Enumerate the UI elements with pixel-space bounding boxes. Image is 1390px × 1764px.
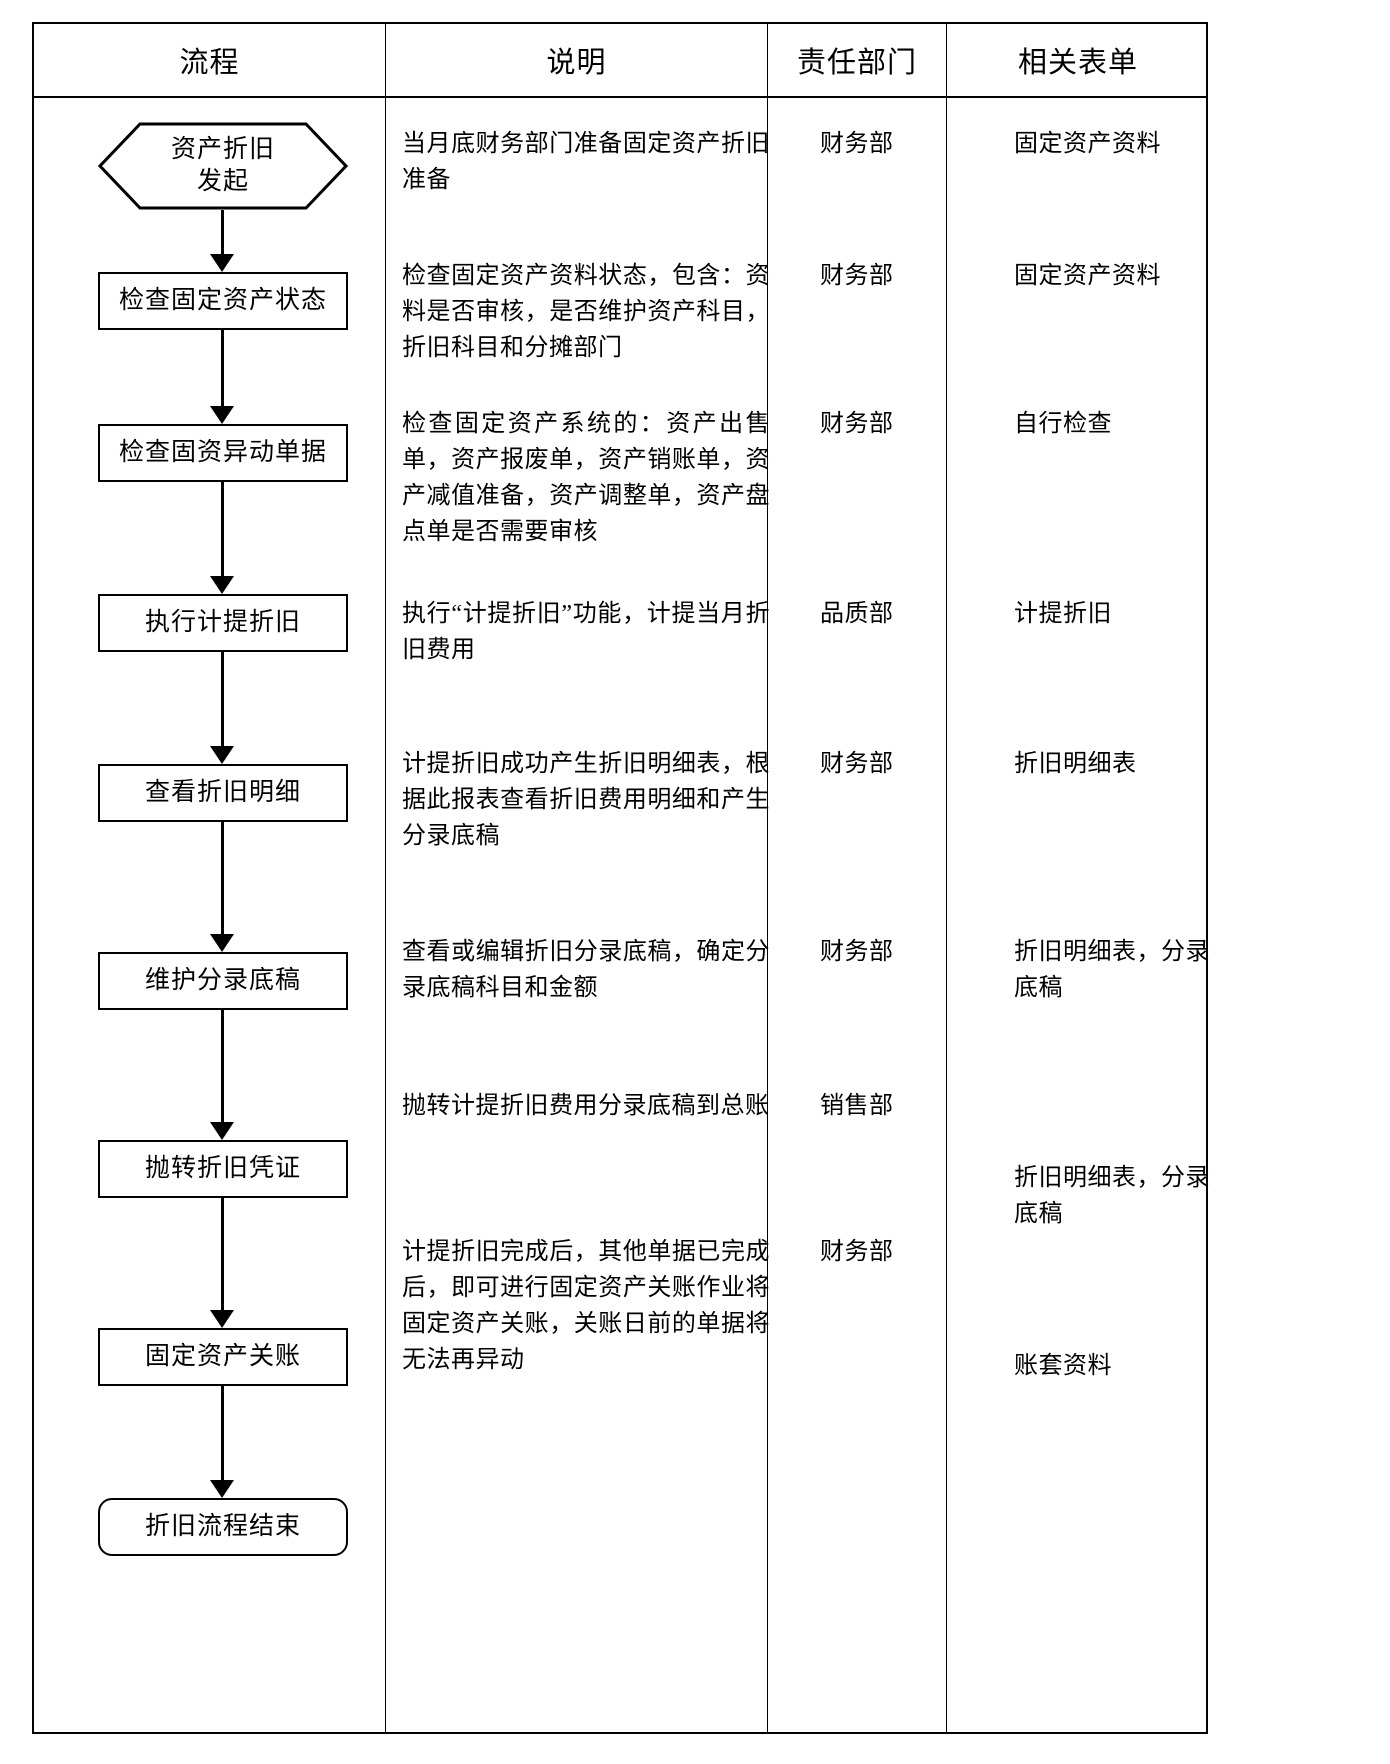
form-cell-7: 折旧明细表，分录底稿 — [1014, 1165, 1210, 1227]
department-cell-4: 品质部 — [820, 601, 894, 627]
arrow-head-6 — [210, 1122, 234, 1140]
column-header-description: 说明 — [546, 47, 607, 79]
department-cell-2: 财务部 — [820, 263, 894, 289]
description-cell-4: 执行“计提折旧”功能，计提当月折旧费用 — [402, 601, 770, 663]
flow-node-close-books-label: 固定资产关账 — [144, 1343, 301, 1370]
arrow-head-7 — [210, 1310, 234, 1328]
flow-node-run-depreciation-label: 执行计提折旧 — [144, 609, 301, 636]
connector-4 — [221, 652, 224, 752]
flow-node-end[interactable]: 折旧流程结束 — [98, 1498, 348, 1556]
arrow-head-8 — [210, 1480, 234, 1498]
description-cell-7: 抛转计提折旧费用分录底稿到总账 — [402, 1093, 770, 1119]
form-cell-6: 折旧明细表，分录底稿 — [1014, 939, 1210, 1001]
connector-5 — [221, 822, 224, 940]
flow-node-post-voucher-label: 抛转折旧凭证 — [144, 1155, 301, 1182]
flow-node-maintain-draft[interactable]: 维护分录底稿 — [98, 952, 348, 1010]
description-cell-8: 计提折旧完成后，其他单据已完成后，即可进行固定资产关账作业将固定资产关账，关账日… — [402, 1239, 770, 1373]
table-body: 资产折旧 发起 检查固定资产状态 检查固资异动单据 执行计 — [34, 98, 1210, 1732]
department-cell-6: 财务部 — [820, 939, 894, 965]
description-cell-1: 当月底财务部门准备固定资产折旧准备 — [402, 131, 770, 193]
department-cell-7: 销售部 — [820, 1093, 894, 1119]
description-cell-6: 查看或编辑折旧分录底稿，确定分录底稿科目和金额 — [402, 939, 770, 1001]
arrow-head-5 — [210, 934, 234, 952]
hexagon-shape-icon — [98, 122, 348, 210]
arrow-head-4 — [210, 746, 234, 764]
flow-node-maintain-draft-label: 维护分录底稿 — [144, 967, 301, 994]
flow-node-start-label: 资产折旧 发起 — [170, 136, 275, 195]
column-divider-2 — [767, 24, 768, 1732]
form-cell-4: 计提折旧 — [1014, 601, 1112, 627]
flow-diagram-column: 资产折旧 发起 检查固定资产状态 检查固资异动单据 执行计 — [34, 98, 385, 1732]
flow-node-check-docs[interactable]: 检查固资异动单据 — [98, 424, 348, 482]
connector-2 — [221, 330, 224, 412]
connector-7 — [221, 1198, 224, 1316]
column-divider-3 — [946, 24, 947, 1732]
flow-node-check-status-label: 检查固定资产状态 — [118, 287, 327, 314]
description-cell-3: 检查固定资产系统的：资产出售单，资产报废单，资产销账单，资产减值准备，资产调整单… — [402, 411, 770, 545]
arrow-head-3 — [210, 576, 234, 594]
form-cell-2: 固定资产资料 — [1014, 263, 1161, 289]
flow-node-view-detail[interactable]: 查看折旧明细 — [98, 764, 348, 822]
flow-node-check-docs-label: 检查固资异动单据 — [118, 439, 327, 466]
connector-3 — [221, 482, 224, 582]
column-divider-1 — [385, 24, 386, 1732]
form-cell-8: 账套资料 — [1014, 1353, 1112, 1379]
flow-node-start[interactable]: 资产折旧 发起 — [98, 122, 348, 210]
form-cell-3: 自行检查 — [1014, 411, 1112, 437]
column-header-department: 责任部门 — [796, 47, 917, 79]
flow-node-run-depreciation[interactable]: 执行计提折旧 — [98, 594, 348, 652]
connector-6 — [221, 1010, 224, 1128]
connector-1 — [221, 210, 224, 260]
department-cell-5: 财务部 — [820, 751, 894, 777]
arrow-head-1 — [210, 254, 234, 272]
flow-node-view-detail-label: 查看折旧明细 — [144, 779, 301, 806]
flow-node-check-status[interactable]: 检查固定资产状态 — [98, 272, 348, 330]
department-cell-1: 财务部 — [820, 131, 894, 157]
form-cell-5: 折旧明细表 — [1014, 751, 1137, 777]
table-header-row: 流程 说明 责任部门 相关表单 — [34, 24, 1206, 98]
form-cell-1: 固定资产资料 — [1014, 131, 1161, 157]
description-cell-2: 检查固定资产资料状态，包含：资料是否审核，是否维护资产科目，折旧科目和分摊部门 — [402, 263, 770, 361]
column-header-form: 相关表单 — [1017, 47, 1138, 79]
column-header-flow: 流程 — [179, 47, 240, 79]
flow-node-post-voucher[interactable]: 抛转折旧凭证 — [98, 1140, 348, 1198]
flow-node-close-books[interactable]: 固定资产关账 — [98, 1328, 348, 1386]
process-table: 流程 说明 责任部门 相关表单 资产折旧 发起 — [32, 22, 1210, 1734]
arrow-head-2 — [210, 406, 234, 424]
department-cell-3: 财务部 — [820, 411, 894, 437]
connector-8 — [221, 1386, 224, 1486]
flow-node-end-label: 折旧流程结束 — [144, 1513, 301, 1540]
description-cell-5: 计提折旧成功产生折旧明细表，根据此报表查看折旧费用明细和产生分录底稿 — [402, 751, 770, 849]
department-cell-8: 财务部 — [820, 1239, 894, 1265]
